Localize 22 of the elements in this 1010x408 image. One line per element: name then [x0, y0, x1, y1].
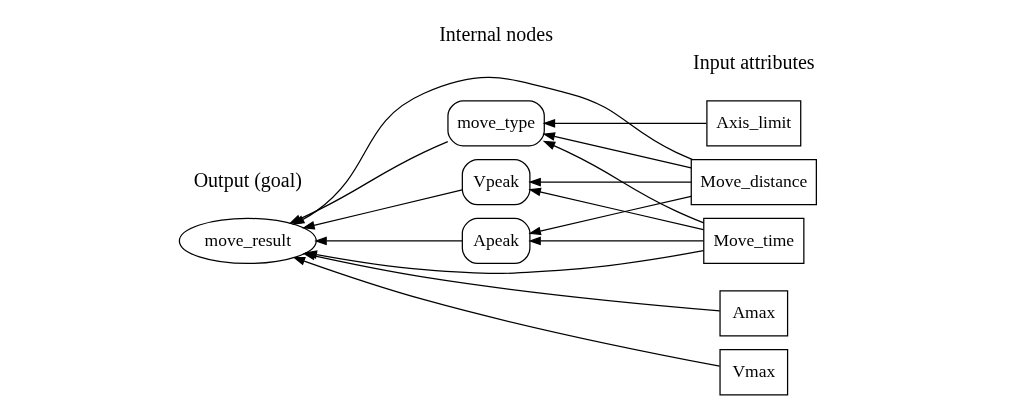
node-box: Move_time: [702, 217, 804, 265]
node-box: Axis_limit: [705, 100, 801, 147]
node-box: Amax: [718, 290, 788, 337]
arrow: [527, 187, 704, 231]
arrow: [541, 132, 692, 169]
arrow: [301, 189, 463, 230]
arrow: [291, 76, 693, 226]
node-box: Move_distance: [690, 158, 817, 206]
label: Input attributes: [692, 51, 815, 74]
node-box: move_type: [446, 100, 545, 147]
node-box: Apeak: [461, 217, 530, 265]
arrow: [292, 256, 720, 367]
arrow: [542, 118, 707, 128]
arrow: [527, 177, 692, 187]
node-box: Vmax: [718, 349, 788, 396]
arrow: [527, 236, 704, 246]
label: Internal nodes: [438, 22, 553, 45]
arrow: [542, 140, 704, 224]
arrow: [313, 236, 463, 246]
label: Output (goal): [193, 168, 302, 191]
arrow: [527, 195, 692, 236]
node-box: Vpeak: [461, 158, 530, 206]
